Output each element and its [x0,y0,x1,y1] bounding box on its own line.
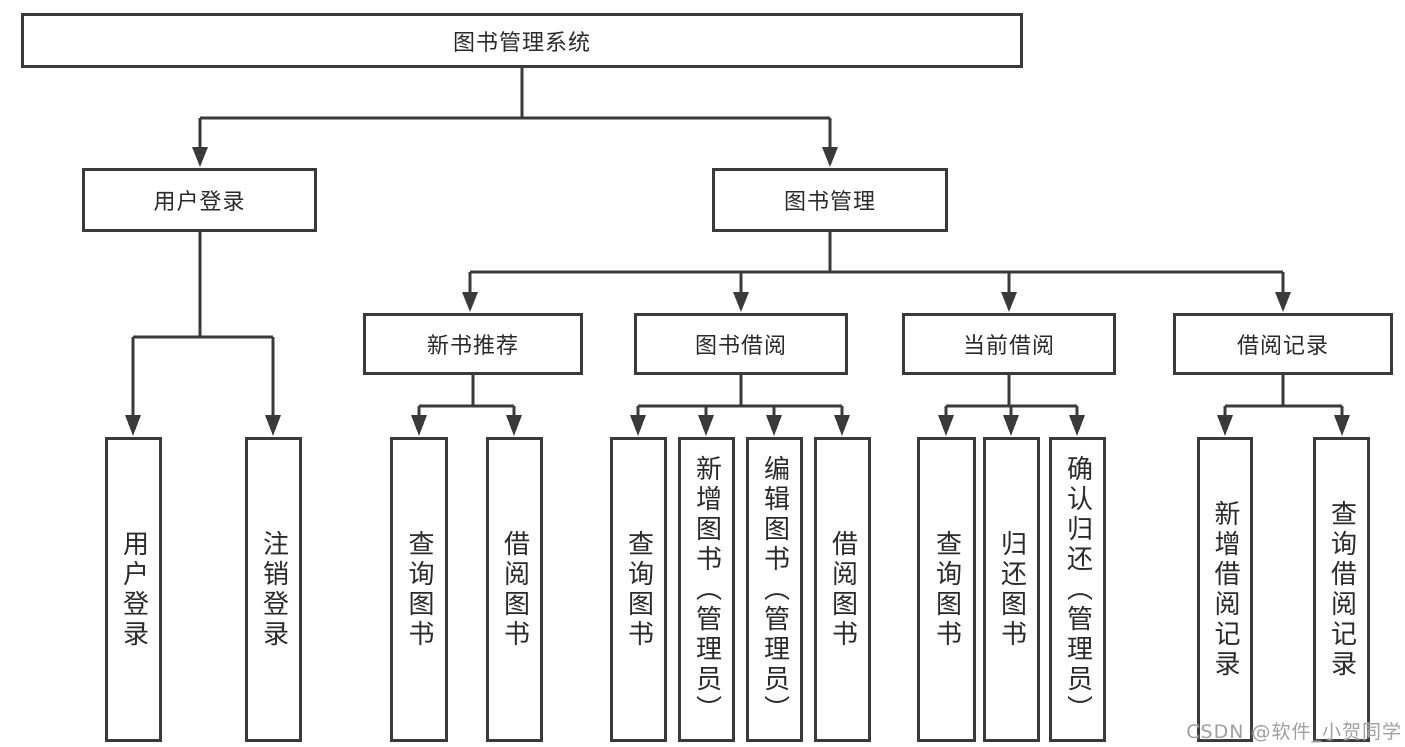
arrowhead-leaf-confirm-return [1069,415,1085,436]
leaf-query-books-1: 查询图书 [390,437,448,742]
node-borrow-records: 借阅记录 [1173,313,1393,375]
edge-book-borrow-to-children [636,375,844,418]
node-book-management: 图书管理 [712,168,948,232]
edge-book-management-to-level3 [468,232,1285,295]
leaf-logout: 注销登录 [245,437,302,742]
arrowhead-user-login [192,147,208,167]
leaf-borrow-books-2: 借阅图书 [814,437,871,742]
edge-borrow-records-to-children [1223,375,1344,418]
leaf-return-book-label: 归还图书 [996,529,1027,650]
leaf-borrow-books-1: 借阅图书 [486,437,543,742]
arrowhead-leaf-query-borrow-record [1334,415,1350,436]
node-library-system: 图书管理系统 [21,13,1023,68]
arrowhead-leaf-return-book [1003,415,1019,436]
leaf-add-borrow-record: 新增借阅记录 [1197,437,1253,742]
leaf-add-book-admin-label: 新增图书（管理员） [691,454,722,725]
leaf-user-login: 用户登录 [105,437,162,742]
edge-root-to-level2 [198,68,832,150]
arrowhead-book-management [822,147,838,167]
leaf-borrow-books-2-label: 借阅图书 [827,529,858,650]
arrowhead-leaf-edit-book [766,415,782,436]
leaf-query-books-2-label: 查询图书 [623,529,654,650]
arrowhead-leaf-borrow-books-2 [834,415,850,436]
arrowhead-leaf-user-login [125,415,141,436]
leaf-confirm-return-admin: 确认归还（管理员） [1049,437,1106,742]
leaf-edit-book-admin-label: 编辑图书（管理员） [759,454,790,725]
edge-user-login-to-children [131,232,275,418]
arrowhead-book-borrow [733,292,749,312]
leaf-query-books-1-label: 查询图书 [404,529,434,650]
arrowhead-leaf-query-books-1 [411,415,427,436]
watermark-text: CSDN @软件_小贺同学 [1186,721,1402,743]
leaf-query-borrow-record: 查询借阅记录 [1313,437,1370,742]
leaf-borrow-books-1-label: 借阅图书 [499,529,530,650]
arrowhead-leaf-borrow-books-1 [506,415,522,436]
leaf-query-books-3: 查询图书 [917,437,976,742]
node-new-book-recommend: 新书推荐 [363,313,583,375]
arrowhead-leaf-query-books-2 [630,415,646,436]
arrowhead-leaf-query-books-3 [938,415,954,436]
leaf-query-books-3-label: 查询图书 [931,529,962,650]
leaf-add-book-admin: 新增图书（管理员） [678,437,735,742]
arrowhead-borrow-records [1275,292,1291,312]
node-book-borrow: 图书借阅 [634,313,848,375]
leaf-query-borrow-record-label: 查询借阅记录 [1326,499,1357,680]
leaf-return-book: 归还图书 [983,437,1040,742]
node-current-borrow: 当前借阅 [902,313,1116,375]
leaf-logout-label: 注销登录 [258,529,289,650]
leaf-add-borrow-record-label: 新增借阅记录 [1210,499,1240,680]
arrowhead-current-borrow [1001,292,1017,312]
arrowhead-new-book-recommend [462,292,478,312]
node-user-login: 用户登录 [82,168,317,232]
leaf-edit-book-admin: 编辑图书（管理员） [746,437,803,742]
edge-new-book-recommend-to-children [417,375,516,418]
arrowhead-leaf-add-borrow-record [1217,415,1233,436]
arrowhead-leaf-add-book [698,415,714,436]
leaf-confirm-return-admin-label: 确认归还（管理员） [1062,454,1093,725]
edge-current-borrow-to-children [944,375,1079,418]
leaf-query-books-2: 查询图书 [610,437,667,742]
arrowhead-leaf-logout [265,415,281,436]
leaf-user-login-label: 用户登录 [118,529,149,650]
